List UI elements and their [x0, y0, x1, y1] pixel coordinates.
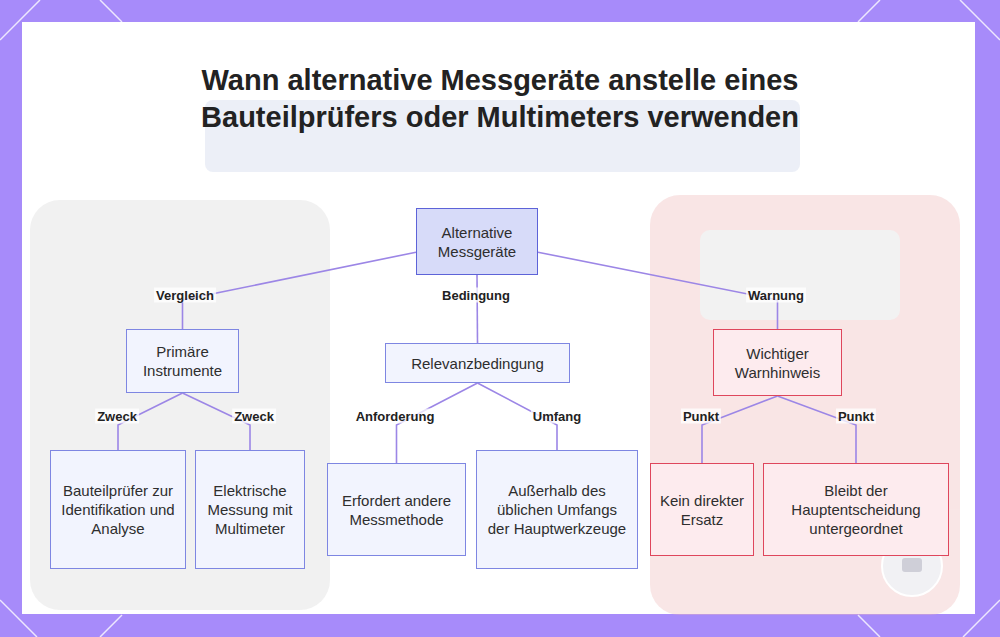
edge-label: Warnung [746, 288, 806, 303]
edge-label: Zweck [232, 409, 276, 424]
node-text: Kein direkter Ersatz [659, 491, 745, 529]
warning-box: Wichtiger Warnhinweis [713, 329, 842, 396]
node-text: Bleibt der Hauptentscheidung untergeordn… [772, 481, 940, 538]
node-text: Wichtiger Warnhinweis [722, 344, 833, 382]
concept-box: Relevanzbedingung [385, 343, 570, 383]
node-text: Alternative Messgeräte [425, 223, 529, 261]
edge-label: Anforderung [354, 409, 437, 424]
concept-box: Alternative Messgeräte [416, 208, 538, 275]
warning-box: Bleibt der Hauptentscheidung untergeordn… [763, 463, 949, 556]
edge-label: Vergleich [154, 288, 216, 303]
node-text: Erfordert andere Messmethode [336, 491, 457, 529]
node-text: Bauteilprüfer zur Identifikation und Ana… [59, 481, 177, 538]
connector-line [183, 252, 417, 329]
node-text: Elektrische Messung mit Multimeter [204, 481, 296, 538]
concept-box: Erfordert andere Messmethode [327, 463, 466, 556]
node-text: Relevanzbedingung [411, 354, 544, 373]
concept-box: Elektrische Messung mit Multimeter [195, 450, 305, 569]
edge-label: Zweck [95, 409, 139, 424]
edge-label: Bedingung [440, 288, 512, 303]
node-text: Primäre Instrumente [135, 342, 230, 380]
concept-box: Primäre Instrumente [126, 329, 239, 393]
edge-label: Umfang [531, 409, 583, 424]
diagram-title: Wann alternative Messgeräte anstelle ein… [200, 62, 800, 136]
warning-box: Kein direkter Ersatz [650, 463, 754, 556]
connector-line [778, 396, 857, 463]
node-text: Außerhalb des üblichen Umfangs der Haupt… [485, 481, 629, 538]
logo-icon [902, 558, 922, 572]
connector-line [538, 252, 778, 329]
edge-label: Punkt [681, 409, 721, 424]
edge-label: Punkt [836, 409, 876, 424]
concept-box: Bauteilprüfer zur Identifikation und Ana… [50, 450, 186, 569]
connector-line [476, 275, 478, 343]
connector-line [702, 396, 778, 463]
content-card [22, 22, 975, 614]
faded-backdrop [30, 100, 960, 615]
concept-box: Außerhalb des üblichen Umfangs der Haupt… [476, 450, 638, 569]
